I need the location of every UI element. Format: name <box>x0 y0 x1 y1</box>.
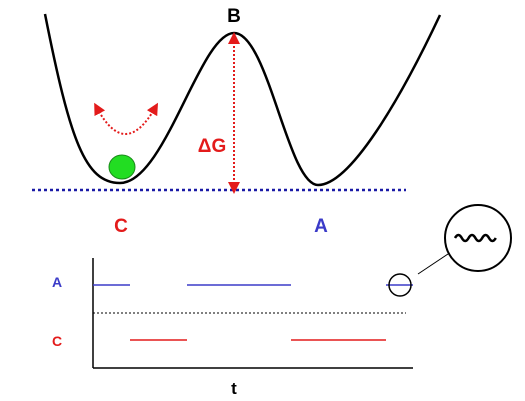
green-ball-icon <box>108 154 136 180</box>
row-a-label: A <box>52 274 62 290</box>
barrier-label: ΔG <box>198 136 226 157</box>
zoom-region-circle <box>388 273 412 297</box>
magnifier-wave-icon <box>444 204 512 272</box>
energy-curve <box>43 13 442 187</box>
x-axis-label: t <box>231 379 237 398</box>
curved-double-arrow-icon <box>94 102 159 135</box>
state-c-label: C <box>114 216 128 237</box>
state-a-label: A <box>314 216 328 237</box>
row-c-label: C <box>52 333 62 349</box>
peak-label: B <box>227 6 241 27</box>
zoom-connector <box>417 253 449 275</box>
